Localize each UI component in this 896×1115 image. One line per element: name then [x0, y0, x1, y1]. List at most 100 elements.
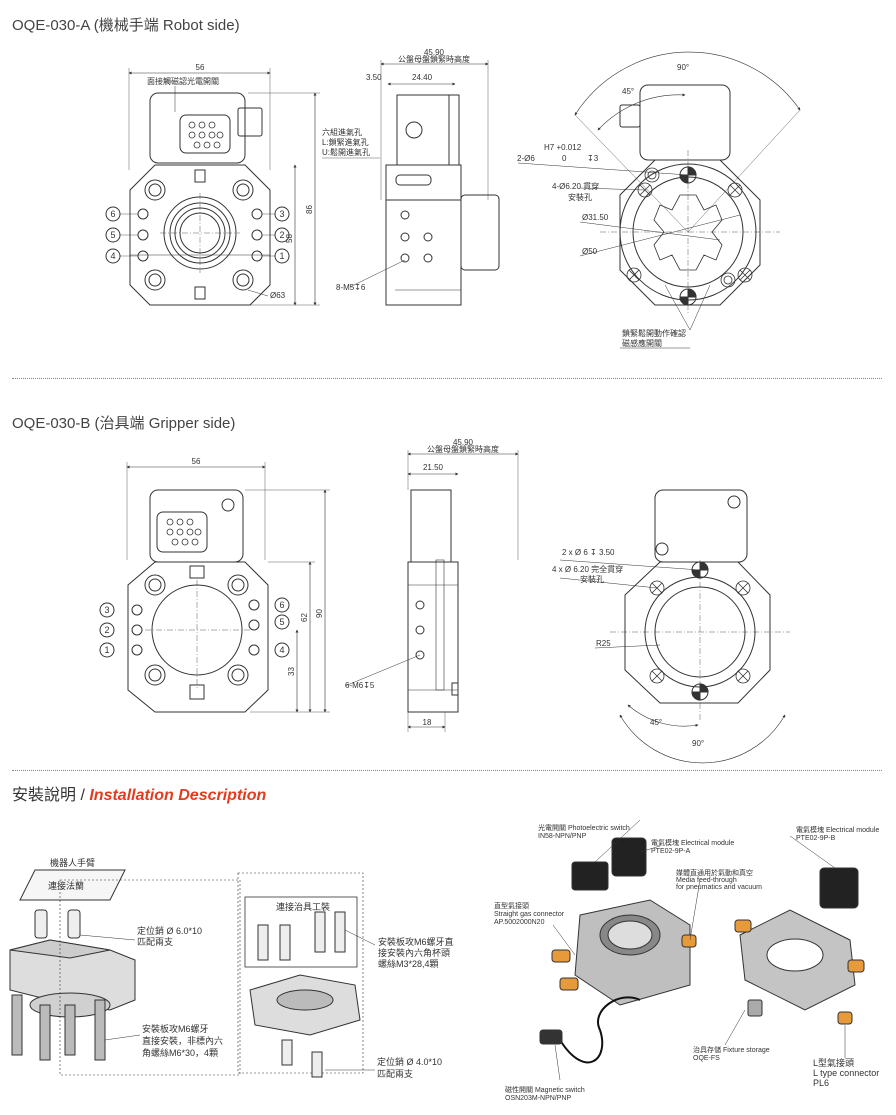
a-pin: 2-Ø6: [517, 154, 535, 163]
label-elec2-b: PTE02-9P-B: [796, 835, 836, 842]
a-sensor-1: 鎖緊鬆開動作確認: [622, 328, 686, 338]
a-height-86: 86: [305, 205, 314, 214]
b-radius: R25: [596, 639, 611, 648]
b-height-33: 33: [287, 667, 296, 676]
b-side-total-note: 公盤母盤鎖緊時高度: [427, 444, 499, 454]
b-angle-45: 45°: [650, 718, 662, 727]
label-storage-a: 治具存儲 Fixture storage: [693, 1045, 770, 1054]
a-tol2: 0: [562, 154, 567, 163]
b-height-90: 90: [315, 609, 324, 618]
install-gripper-side: [237, 872, 376, 1078]
label-plate1-b: 直接安裝，非標內六: [142, 1035, 223, 1046]
label-pin1-b: 匹配兩支: [137, 936, 173, 947]
a-port-left-2: 5: [110, 230, 115, 240]
b-angle-90: 90°: [692, 739, 704, 748]
divider: [12, 378, 882, 379]
a-port-left-1: 6: [110, 209, 115, 219]
label-robot-arm: 機器人手臂: [50, 857, 95, 868]
label-plate2-a: 安裝板攻M6螺牙直: [378, 936, 454, 947]
a-angle-90: 90°: [677, 63, 689, 72]
label-gas-a: 直型氣接頭: [494, 901, 529, 910]
divider: [12, 770, 882, 771]
a-width-dim: 56: [196, 63, 205, 72]
a-side-offset: 3.50: [366, 73, 382, 82]
label-mag-a: 磁性開關 Magnetic switch: [505, 1085, 585, 1094]
a-side-total: 45.90: [424, 48, 445, 57]
a-top-view: [517, 51, 801, 349]
a-sensor-2: 磁感應開關: [622, 338, 662, 348]
b-side-body: 21.50: [423, 463, 444, 472]
a-side-screw: 8-M5↧6: [336, 283, 366, 292]
label-pin2-b: 匹配兩支: [377, 1068, 413, 1079]
label-flange: 連接法蘭: [48, 880, 84, 891]
install-title-en: Installation Description: [89, 787, 267, 804]
a-d1: Ø31.50: [582, 213, 609, 222]
b-port-left-1: 3: [104, 605, 109, 615]
install-title: 安裝說明 / Installation Description: [12, 781, 266, 805]
section-a-title: OQE-030-A (機械手端 Robot side): [12, 17, 240, 34]
a-air-note-1: 六組進氣孔: [322, 127, 362, 137]
label-elec1-b: PTE02-9P-A: [651, 848, 691, 855]
b-port-right-2: 5: [279, 617, 284, 627]
a-tol: H7 +0.012: [544, 143, 582, 152]
label-lconn-c: PL6: [813, 1078, 829, 1088]
a-photo-label: 面接觸磁認光電開關: [147, 76, 219, 86]
section-b-title: OQE-030-B (治具端 Gripper side): [12, 415, 236, 432]
install-product-photo: [539, 819, 865, 1081]
b-port-right-3: 4: [279, 645, 284, 655]
b-port-left-3: 1: [104, 645, 109, 655]
label-plate1-a: 安裝板攻M6螺牙: [142, 1023, 209, 1034]
label-plate2-c: 螺絲M3*28,4顆: [378, 958, 439, 969]
b-port-right-1: 6: [279, 600, 284, 610]
install-title-zh: 安裝說明 /: [12, 787, 90, 804]
install-robot-side: [9, 869, 241, 1076]
a-front-view: [105, 68, 320, 306]
a-port-right-2: 2: [279, 230, 284, 240]
a-thru2: 安裝孔: [568, 192, 592, 202]
b-port-left-2: 2: [104, 625, 109, 635]
a-height-58: 58: [285, 234, 294, 243]
label-mag-b: OSN203M-NPN/PNP: [505, 1095, 571, 1102]
label-photo-b: IN58-NPN/PNP: [538, 833, 587, 840]
label-lconn-a: L型氣接頭: [813, 1057, 854, 1068]
b-width-dim: 56: [192, 457, 201, 466]
a-port-right-3: 1: [279, 251, 284, 261]
a-pin-depth: ↧3: [587, 154, 599, 163]
a-port-left-3: 4: [110, 251, 115, 261]
label-fixture: 連接治具工裝: [276, 901, 330, 912]
label-gas-c: AP.5002000N20: [494, 919, 545, 926]
label-pin1-a: 定位銷 Ø 6.0*10: [137, 925, 202, 936]
label-pin2-a: 定位銷 Ø 4.0*10: [377, 1056, 442, 1067]
a-side-body: 24.40: [412, 73, 433, 82]
b-top-view: [559, 489, 790, 764]
label-plate1-c: 角螺絲M6*30，4顆: [142, 1047, 218, 1058]
a-thru: 4-Ø6.20 貫穿: [552, 181, 599, 191]
a-port-right-1: 3: [279, 209, 284, 219]
a-side-total-note: 公盤母盤鎖緊時高度: [398, 54, 470, 64]
b-front-view: [99, 462, 330, 713]
a-d2: Ø50: [582, 247, 598, 256]
b-side-screw: 6-M6↧5: [345, 681, 375, 690]
b-thru2: 安裝孔: [580, 574, 604, 584]
label-media-c: for pneumatics and vacuum: [676, 884, 762, 891]
label-lconn-b: L type connector: [813, 1068, 879, 1078]
label-elec2-a: 電氣模塊 Electrical module: [796, 825, 879, 834]
a-angle-45: 45°: [622, 87, 634, 96]
b-side-bottom: 18: [423, 718, 432, 727]
label-media-a: 媒體直通用於氣動和真空: [676, 868, 753, 877]
label-plate2-b: 接安裝內六角杯頭: [378, 947, 450, 958]
b-pin: 2 x Ø 6 ↧ 3.50: [562, 548, 615, 557]
label-gas-b: Straight gas connector: [494, 911, 565, 918]
b-thru: 4 x Ø 6.20 完全貫穿: [552, 564, 623, 574]
a-air-note-3: U:鬆開進氣孔: [322, 147, 370, 157]
a-side-view: [322, 60, 500, 306]
label-storage-b: OQE-FS: [693, 1055, 720, 1062]
label-media-b: Media feed-through: [676, 877, 737, 884]
a-bolt-circle: Ø63: [270, 291, 286, 300]
label-photo-a: 光電開關 Photoelectric switch: [538, 823, 630, 832]
label-elec1-a: 電氣模塊 Electrical module: [651, 838, 734, 847]
b-side-total: 45.90: [453, 438, 474, 447]
a-air-note-2: L:鎖緊進氣孔: [322, 137, 369, 147]
b-side-view: [344, 450, 519, 732]
